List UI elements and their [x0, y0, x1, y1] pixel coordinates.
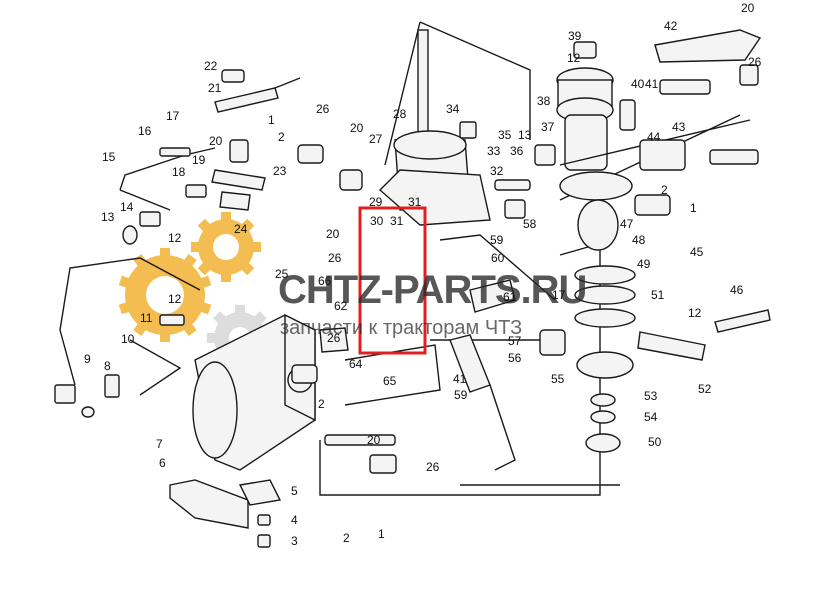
callout-5: 5 [291, 484, 298, 498]
callout-13: 13 [518, 128, 532, 142]
callout-17: 17 [552, 288, 566, 302]
callout-23: 23 [273, 164, 287, 178]
callout-66: 66 [318, 274, 332, 288]
callout-18: 18 [172, 165, 186, 179]
callout-33: 33 [487, 144, 501, 158]
watermark-title: CHTZ-PARTS.RU [278, 268, 586, 312]
callout-57: 57 [508, 334, 522, 348]
callout-45: 45 [690, 245, 704, 259]
callout-25: 25 [275, 267, 289, 281]
callout-20: 20 [367, 433, 381, 447]
callout-8: 8 [104, 359, 111, 373]
callout-2: 2 [318, 397, 325, 411]
callout-7: 7 [156, 437, 163, 451]
callout-48: 48 [632, 233, 646, 247]
callout-27: 27 [369, 132, 383, 146]
callout-61: 61 [503, 290, 517, 304]
callout-1: 1 [268, 113, 275, 127]
callout-40: 40 [631, 77, 645, 91]
callout-21: 21 [208, 81, 222, 95]
callout-64: 64 [349, 357, 363, 371]
callout-42: 42 [664, 19, 678, 33]
callout-49: 49 [637, 257, 651, 271]
callout-4: 4 [291, 513, 298, 527]
callout-2: 2 [278, 130, 285, 144]
callout-31: 31 [390, 214, 404, 228]
callout-19: 19 [192, 153, 206, 167]
callout-56: 56 [508, 351, 522, 365]
callout-12: 12 [688, 306, 702, 320]
callout-62: 62 [334, 299, 348, 313]
callout-12: 12 [168, 231, 182, 245]
callout-9: 9 [84, 352, 91, 366]
callout-20: 20 [326, 227, 340, 241]
callout-26: 26 [328, 251, 342, 265]
callout-44: 44 [647, 130, 661, 144]
callout-11: 11 [140, 311, 153, 325]
callout-31: 31 [408, 195, 422, 209]
callout-20: 20 [209, 134, 223, 148]
callout-30: 30 [370, 214, 384, 228]
callout-41: 41 [453, 372, 467, 386]
callout-16: 16 [138, 124, 152, 138]
callout-65: 65 [383, 374, 397, 388]
highlight-box [358, 206, 427, 355]
callout-3: 3 [291, 534, 298, 548]
callout-2: 2 [343, 531, 350, 545]
callout-37: 37 [541, 120, 555, 134]
callout-39: 39 [568, 29, 582, 43]
callout-14: 14 [120, 200, 134, 214]
callout-32: 32 [490, 164, 504, 178]
callout-41: 41 [645, 77, 659, 91]
carburettor-body [297, 29, 556, 474]
callout-53: 53 [644, 389, 658, 403]
watermark-subtitle: запчасти к тракторам ЧТЗ [280, 317, 522, 339]
callout-26: 26 [748, 55, 762, 69]
callout-12: 12 [168, 292, 182, 306]
callout-34: 34 [446, 102, 460, 116]
callout-29: 29 [369, 195, 383, 209]
callout-1: 1 [690, 201, 697, 215]
callout-46: 46 [730, 283, 744, 297]
callout-55: 55 [551, 372, 565, 386]
callout-6: 6 [159, 456, 166, 470]
right-assembly [539, 29, 771, 453]
callout-20: 20 [350, 121, 364, 135]
callout-26: 26 [327, 331, 341, 345]
callout-52: 52 [698, 382, 712, 396]
callout-43: 43 [672, 120, 686, 134]
callout-26: 26 [426, 460, 440, 474]
callout-51: 51 [651, 288, 665, 302]
callout-54: 54 [644, 410, 658, 424]
callout-1: 1 [378, 527, 385, 541]
callout-26: 26 [316, 102, 330, 116]
callout-22: 22 [204, 59, 218, 73]
left-pipe-assembly [54, 69, 279, 418]
callout-59: 59 [454, 388, 468, 402]
callout-10: 10 [121, 332, 135, 346]
callout-13: 13 [101, 210, 115, 224]
callout-12: 12 [567, 51, 581, 65]
callout-58: 58 [523, 217, 537, 231]
callout-28: 28 [393, 107, 407, 121]
callout-20: 20 [741, 1, 755, 15]
callout-50: 50 [648, 435, 662, 449]
callout-36: 36 [510, 144, 524, 158]
callout-24: 24 [234, 222, 248, 236]
callout-15: 15 [102, 150, 116, 164]
callout-60: 60 [491, 251, 505, 265]
callout-35: 35 [498, 128, 512, 142]
main-housing [169, 313, 318, 548]
callout-47: 47 [620, 217, 634, 231]
callout-2: 2 [661, 183, 668, 197]
callout-59: 59 [490, 233, 504, 247]
callout-17: 17 [166, 109, 180, 123]
callout-38: 38 [537, 94, 551, 108]
